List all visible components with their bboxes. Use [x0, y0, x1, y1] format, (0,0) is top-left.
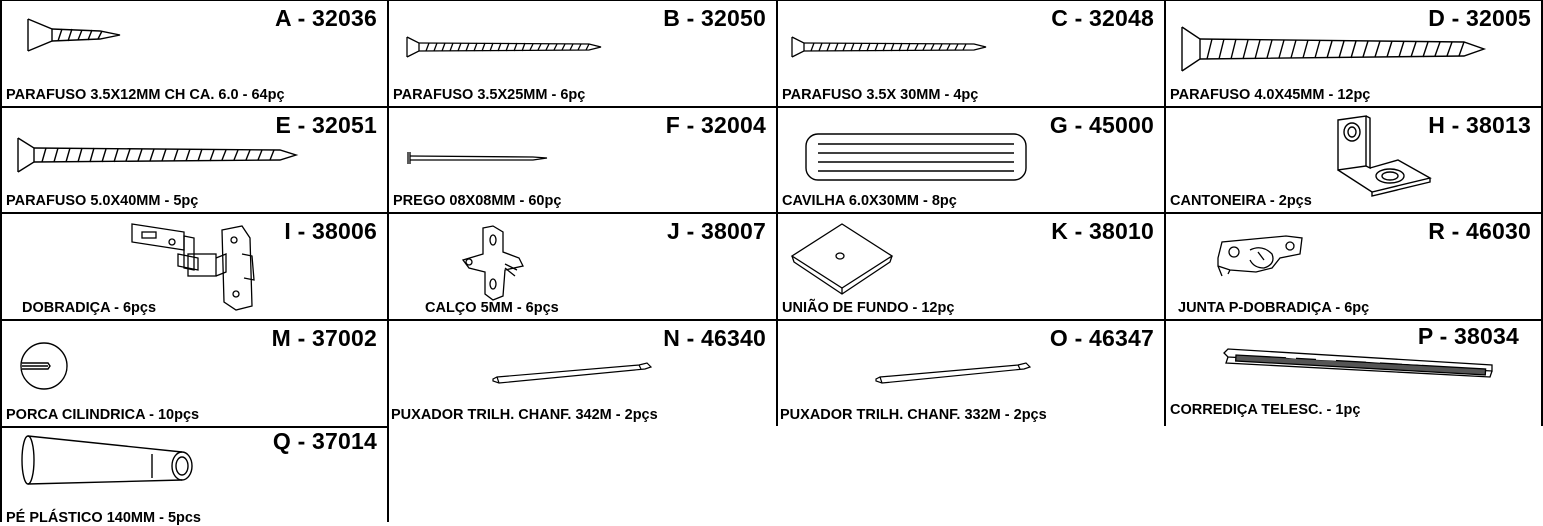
part-cell-p: P - 38034 CORREDIÇA TELESC. - 1pç [1166, 321, 1541, 426]
part-description: CORREDIÇA TELESC. - 1pç [1170, 402, 1361, 418]
part-code: E - 32051 [275, 112, 377, 138]
part-code: M - 37002 [271, 325, 377, 351]
part-cell-e: E - 32051 PARAFUSO 5.0X40MM - 5pç [2, 108, 387, 212]
part-cell-j: J - 38007 CALÇO 5MM - 6pçs [389, 214, 776, 319]
part-code: I - 38006 [284, 218, 377, 244]
part-code: N - 46340 [663, 325, 766, 351]
part-code: J - 38007 [667, 218, 766, 244]
corner-bracket-icon [1337, 115, 1432, 197]
part-description: PUXADOR TRILH. CHANF. 342M - 2pçs [391, 407, 658, 423]
part-code: K - 38010 [1051, 218, 1154, 244]
part-cell-c: C - 32048 PARAFUSO 3.5X 30MM - 4pç [778, 1, 1164, 106]
part-code: D - 32005 [1428, 5, 1531, 31]
part-description: PARAFUSO 5.0X40MM - 5pç [6, 193, 199, 209]
grid-line [0, 426, 388, 428]
part-description: CALÇO 5MM - 6pçs [425, 300, 559, 316]
rail-handle-332-icon [875, 362, 1032, 384]
part-cell-f: F - 32004 PREGO 08X08MM - 60pç [389, 108, 776, 212]
screw-45mm-icon [1181, 26, 1487, 72]
rail-handle-342-icon [492, 362, 653, 384]
grid-line [0, 106, 1543, 108]
part-description: CANTONEIRA - 2pçs [1170, 193, 1312, 209]
plastic-foot-icon [21, 435, 193, 485]
part-code: O - 46347 [1049, 325, 1154, 351]
screw-40mm-icon [17, 137, 299, 173]
grid-line [0, 0, 1543, 1]
telescopic-slide-icon [1223, 348, 1493, 378]
part-code: P - 38034 [1417, 323, 1519, 349]
part-code: C - 32048 [1051, 5, 1154, 31]
part-cell-m: M - 37002 PORCA CILINDRICA - 10pçs [2, 321, 387, 426]
part-code: B - 32050 [663, 5, 766, 31]
part-description: DOBRADIÇA - 6pçs [22, 300, 157, 316]
short-screw-icon [27, 18, 121, 52]
part-cell-a: A - 32036 PARAFUSO 3.5X12MM CH CA. 6.0 -… [2, 1, 387, 106]
grid-line [1541, 0, 1543, 426]
screw-30mm-icon [791, 36, 987, 58]
grid-line [387, 0, 389, 522]
part-code: G - 45000 [1049, 112, 1154, 138]
part-description: PARAFUSO 3.5X 30MM - 4pç [782, 87, 979, 103]
part-description: PARAFUSO 3.5X12MM CH CA. 6.0 - 64pç [6, 87, 285, 103]
part-description: UNIÃO DE FUNDO - 12pç [782, 300, 955, 316]
part-cell-k: K - 38010 UNIÃO DE FUNDO - 12pç [778, 214, 1164, 319]
part-code: Q - 37014 [272, 428, 377, 454]
nail-icon [407, 152, 548, 164]
part-description: PUXADOR TRILH. CHANF. 332M - 2pçs [780, 407, 1047, 423]
cylinder-nut-icon [20, 342, 68, 390]
part-description: JUNTA P-DOBRADIÇA - 6pç [1178, 300, 1370, 316]
part-cell-h: H - 38013 CANTONEIRA - 2pçs [1166, 108, 1541, 212]
part-cell-o: O - 46347 PUXADOR TRILH. CHANF. 332M - 2… [778, 321, 1164, 426]
part-cell-b: B - 32050 PARAFUSO 3.5X25MM - 6pç [389, 1, 776, 106]
grid-line [0, 212, 1543, 214]
part-code: R - 46030 [1428, 218, 1531, 244]
screw-25mm-icon [406, 36, 602, 58]
part-cell-q: Q - 37014 PÉ PLÁSTICO 140MM - 5pcs [2, 428, 387, 526]
hinge-joint-icon [1217, 235, 1303, 277]
part-cell-r: R - 46030 JUNTA P-DOBRADIÇA - 6pç [1166, 214, 1541, 319]
part-cell-g: G - 45000 CAVILHA 6.0X30MM - 8pç [778, 108, 1164, 212]
back-panel-joint-icon [790, 223, 894, 295]
hinge-plate-icon [461, 225, 524, 301]
part-code: A - 32036 [275, 5, 377, 31]
part-description: PREGO 08X08MM - 60pç [393, 193, 562, 209]
dowel-icon [805, 133, 1027, 181]
part-cell-d: D - 32005 PARAFUSO 4.0X45MM - 12pç [1166, 1, 1541, 106]
part-code: F - 32004 [665, 112, 766, 138]
grid-line [1164, 0, 1166, 426]
part-description: CAVILHA 6.0X30MM - 8pç [782, 193, 957, 209]
grid-line [776, 0, 778, 426]
hinge-icon [131, 223, 255, 311]
grid-line [0, 319, 1543, 321]
part-description: PARAFUSO 3.5X25MM - 6pç [393, 87, 586, 103]
part-description: PORCA CILINDRICA - 10pçs [6, 407, 200, 423]
part-cell-i: I - 38006 DOBRADIÇA - 6pçs [2, 214, 387, 319]
part-description: PARAFUSO 4.0X45MM - 12pç [1170, 87, 1371, 103]
grid-line [0, 0, 2, 522]
part-cell-n: N - 46340 PUXADOR TRILH. CHANF. 342M - 2… [389, 321, 776, 426]
part-description: PÉ PLÁSTICO 140MM - 5pcs [6, 510, 201, 526]
part-code: H - 38013 [1428, 112, 1531, 138]
